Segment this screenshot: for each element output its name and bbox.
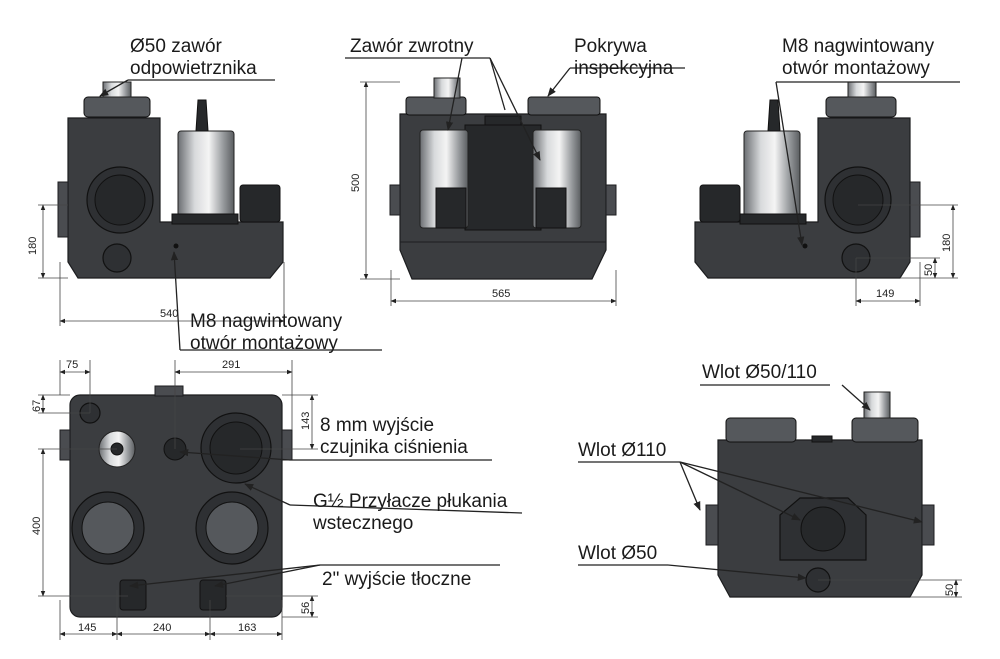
label-pressure-sensor-line2: czujnika ciśnienia	[320, 437, 468, 458]
dim-right-height: 180	[941, 234, 953, 252]
label-backflush-line2: wstecznego	[313, 513, 414, 534]
label-vent-valve-line2: odpowietrznika	[130, 58, 257, 79]
dim-front-height: 500	[350, 174, 362, 192]
front-view	[389, 77, 617, 280]
dim-top-240: 240	[153, 622, 171, 634]
dim-top-56: 56	[300, 602, 312, 614]
dim-top-75: 75	[66, 359, 78, 371]
label-backflush-line1: G½ Przyłacze płukania	[313, 491, 508, 512]
dim-top-163: 163	[238, 622, 256, 634]
label-threaded-hole-right-line1: M8 nagwintowany	[782, 36, 935, 57]
label-threaded-hole-right: M8 nagwintowany otwór montażowy	[782, 36, 934, 80]
label-threaded-hole-left-line1: M8 nagwintowany	[190, 311, 343, 332]
dim-top-145: 145	[78, 622, 96, 634]
left-side-view	[57, 81, 284, 279]
label-vent-valve-line1: Ø50 zawór	[130, 36, 222, 57]
dim-top-400: 400	[31, 517, 43, 535]
dim-left-height: 180	[27, 237, 39, 255]
top-view	[59, 385, 293, 618]
leader-lines	[99, 57, 960, 589]
label-threaded-hole-left: M8 nagwintowany otwór montażowy	[190, 311, 342, 355]
dim-left-width: 540	[160, 308, 178, 320]
label-threaded-hole-left-line2: otwór montażowy	[190, 333, 338, 354]
dim-back-50: 50	[944, 584, 956, 596]
label-pressure-sensor: 8 mm wyjście czujnika ciśnienia	[320, 415, 468, 459]
label-inlet-50: Wlot Ø50	[578, 543, 658, 564]
label-inlet-110: Wlot Ø110	[578, 440, 667, 461]
label-inspection-cover-line2: inspekcyjna	[574, 58, 674, 79]
dim-right-small: 50	[923, 264, 935, 276]
back-view	[705, 391, 935, 598]
label-inspection-cover-line1: Pokrywa	[574, 36, 647, 57]
label-vent-valve: Ø50 zawór odpowietrznika	[130, 36, 257, 80]
dim-top-143: 143	[300, 412, 312, 430]
dim-top-67: 67	[31, 400, 43, 412]
dim-top-291: 291	[222, 359, 240, 371]
label-inlet-50-110: Wlot Ø50/110	[702, 362, 817, 383]
label-threaded-hole-right-line2: otwór montażowy	[782, 58, 930, 79]
dim-front-width: 565	[492, 288, 510, 300]
dim-right-width: 149	[876, 288, 894, 300]
label-inspection-cover: Pokrywa inspekcyjna	[574, 36, 673, 80]
label-check-valve: Zawór zwrotny	[350, 36, 474, 57]
label-pressure-sensor-line1: 8 mm wyjście	[320, 415, 435, 436]
label-discharge: 2" wyjście tłoczne	[322, 569, 472, 590]
right-side-view	[694, 81, 921, 279]
label-backflush: G½ Przyłacze płukania wstecznego	[313, 491, 507, 535]
dimension-values: 180 540 500 565 180 50 149 75 291 67 143…	[27, 174, 956, 634]
dimension-lines	[38, 81, 962, 640]
